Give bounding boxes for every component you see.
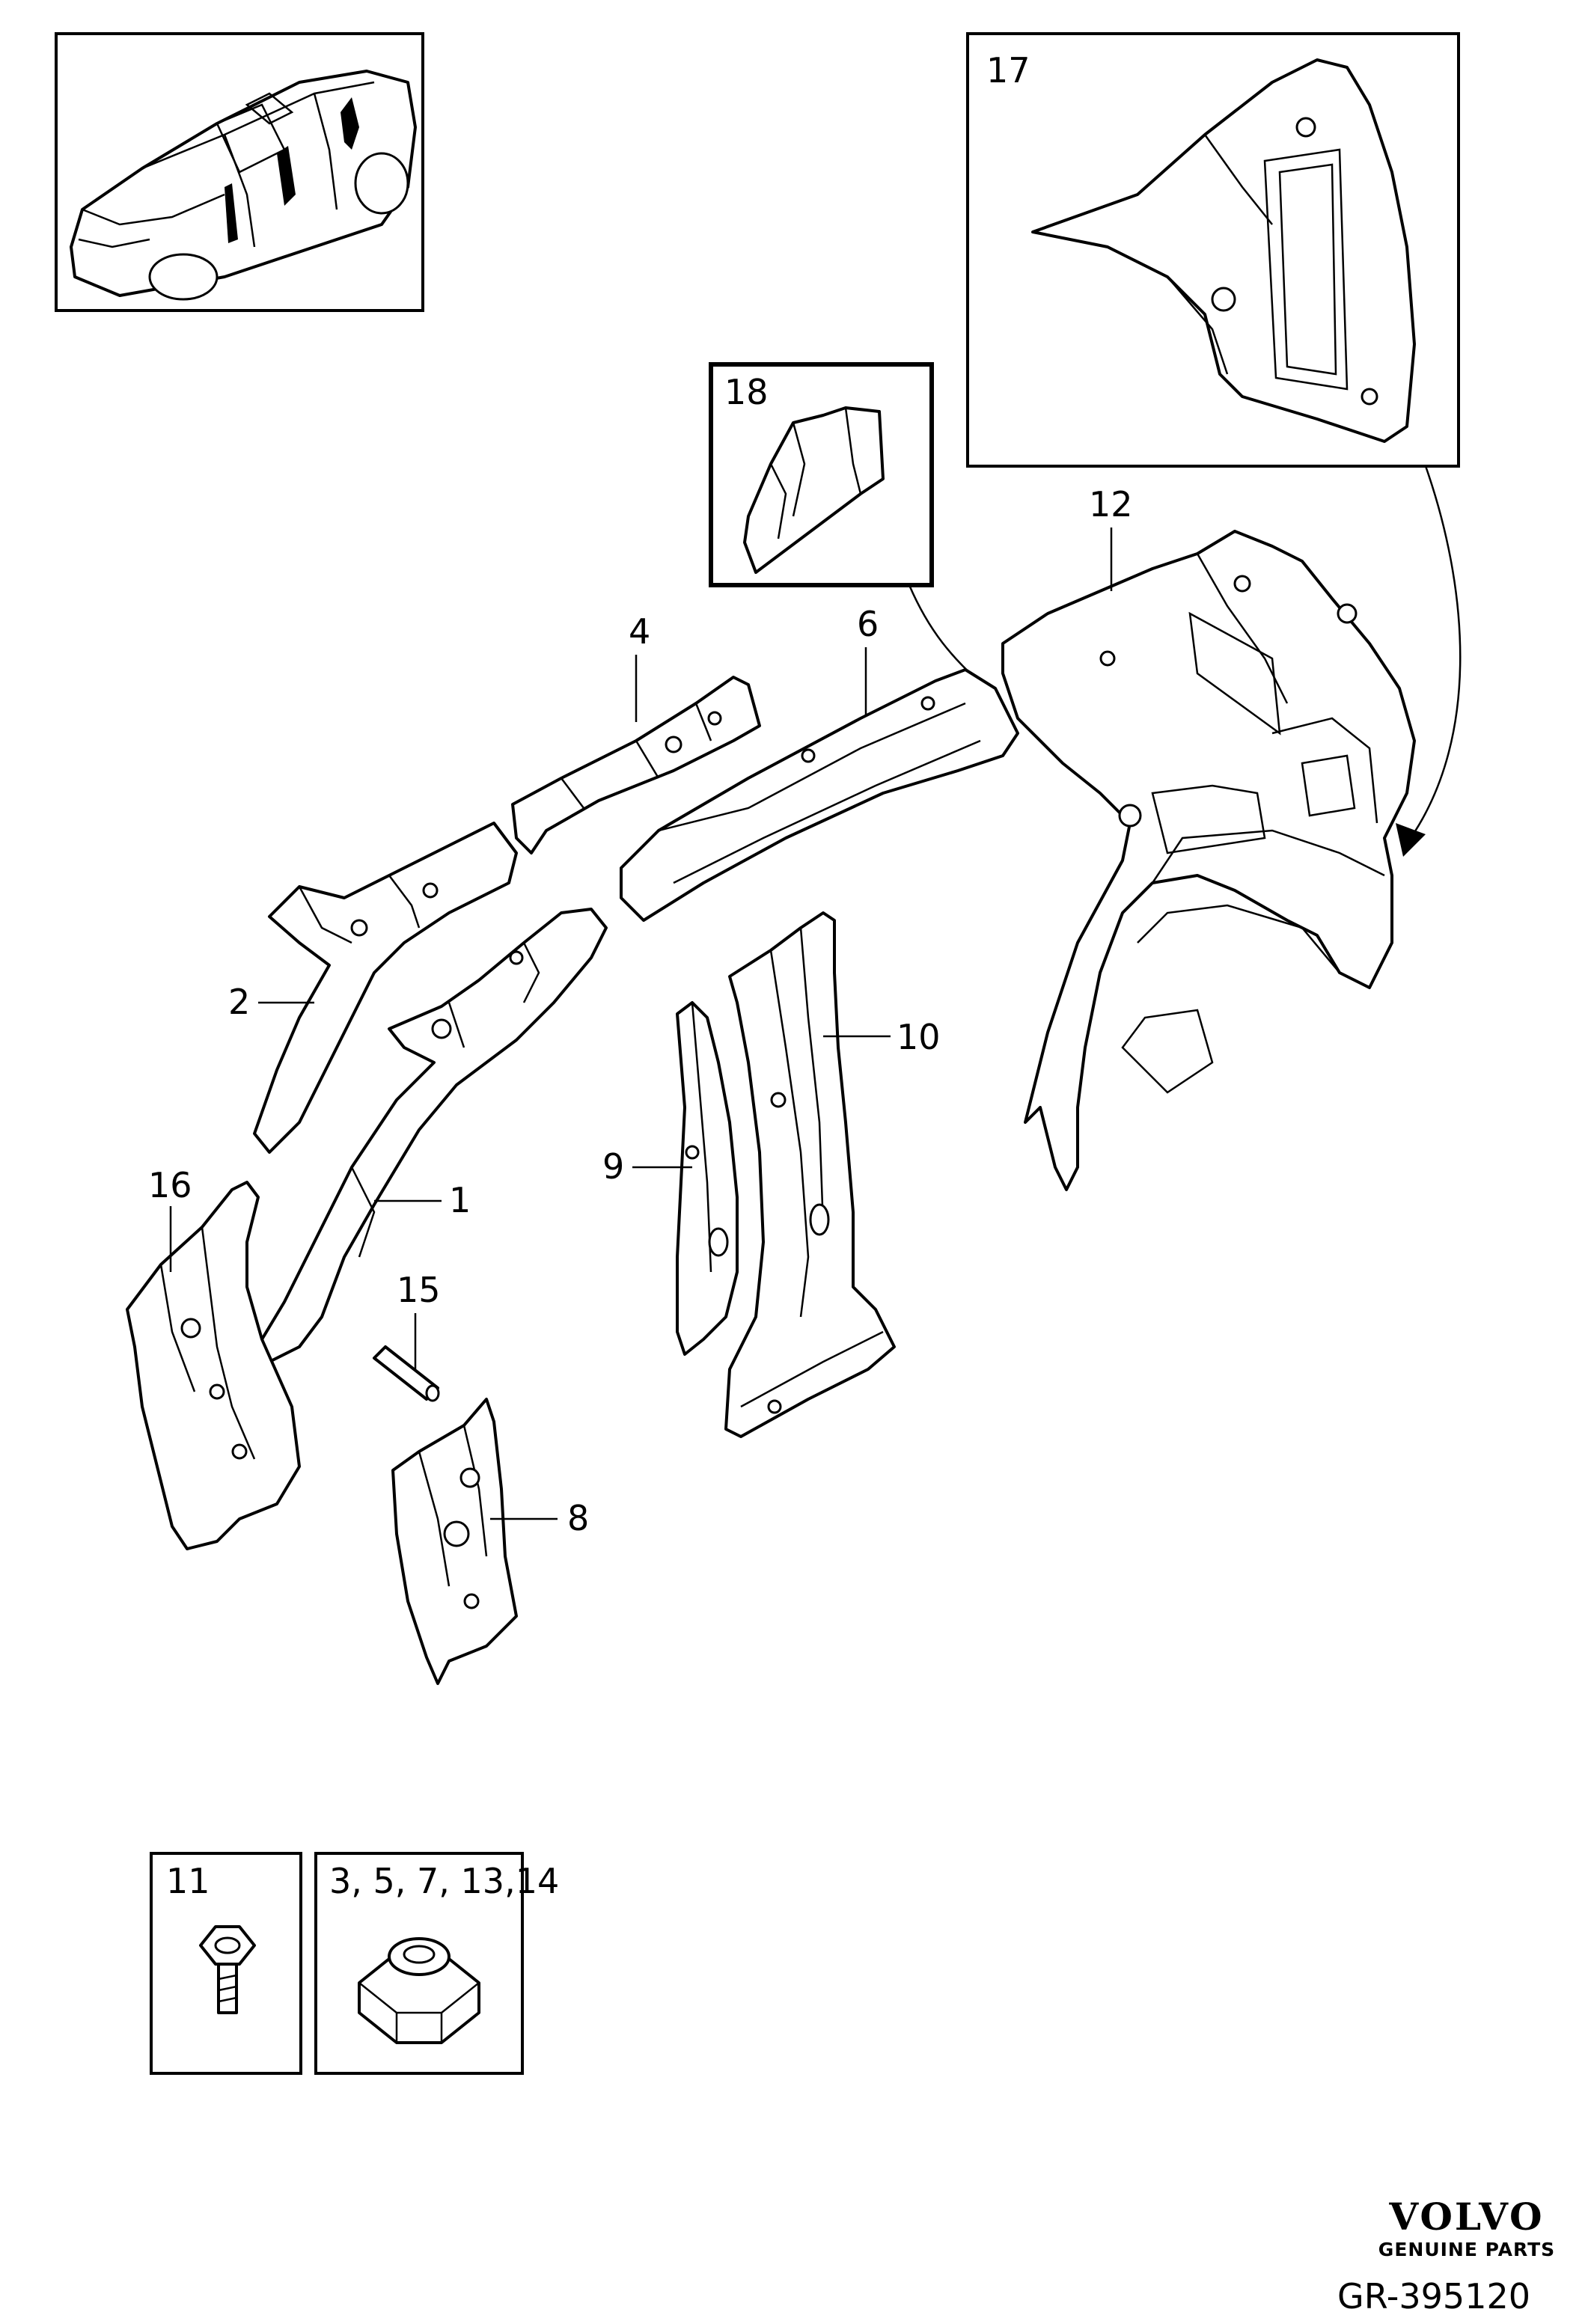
- part-15-pin: [373, 1345, 440, 1402]
- part-17-panel: [1031, 58, 1416, 443]
- part-18-detail-box: 18: [709, 362, 934, 587]
- weld-nut-icon: [358, 1937, 480, 2044]
- part-label-16: 16: [148, 1165, 192, 1205]
- part-18-bracket: [743, 406, 885, 574]
- diagram-reference: GR-395120: [1337, 2276, 1530, 2317]
- part-label-12: 12: [1089, 484, 1133, 525]
- part-6-rail: [620, 668, 1019, 922]
- part-1-apillar: [260, 908, 608, 1363]
- part-12-wheel-housing: [1001, 530, 1416, 1191]
- car-overview-inset: [55, 32, 424, 312]
- part-17-arrow: [1409, 465, 1462, 839]
- part-label-18: 18: [724, 372, 769, 412]
- part-label-9: 9: [602, 1146, 624, 1187]
- brand-tagline: GENUINE PARTS: [1378, 2239, 1555, 2260]
- part-label-1: 1: [449, 1180, 471, 1220]
- part-label-6: 6: [857, 604, 879, 644]
- nut-box: 3, 5, 7, 13,14: [314, 1852, 559, 2075]
- brand-block: VOLVO GENUINE PARTS GR-395120: [1337, 2195, 1555, 2317]
- part-label-15: 15: [397, 1270, 441, 1310]
- bolt-label: 11: [166, 1861, 210, 1901]
- brand-name: VOLVO: [1388, 2195, 1544, 2239]
- bolt-icon: [199, 1925, 256, 2014]
- part-label-17: 17: [986, 50, 1030, 91]
- part-2-apillar-reinforcement: [253, 822, 518, 1154]
- part-9-bpillar-inner: [676, 1001, 739, 1356]
- part-17-arrowhead: [1396, 823, 1426, 857]
- part-8-lower-reinforcement: [391, 1398, 518, 1685]
- part-10-bpillar: [724, 911, 896, 1438]
- car-illustration: [70, 70, 417, 301]
- bolt-box: 11: [150, 1852, 302, 2075]
- nut-label: 3, 5, 7, 13,14: [329, 1861, 559, 1901]
- part-4-reinforcement: [511, 676, 761, 854]
- part-label-8: 8: [567, 1498, 589, 1538]
- part-label-2: 2: [228, 982, 250, 1022]
- part-label-10: 10: [897, 1017, 941, 1057]
- part-16-lower-apillar: [126, 1181, 301, 1550]
- part-17-detail-box: 17: [966, 32, 1460, 468]
- part-label-4: 4: [629, 611, 650, 652]
